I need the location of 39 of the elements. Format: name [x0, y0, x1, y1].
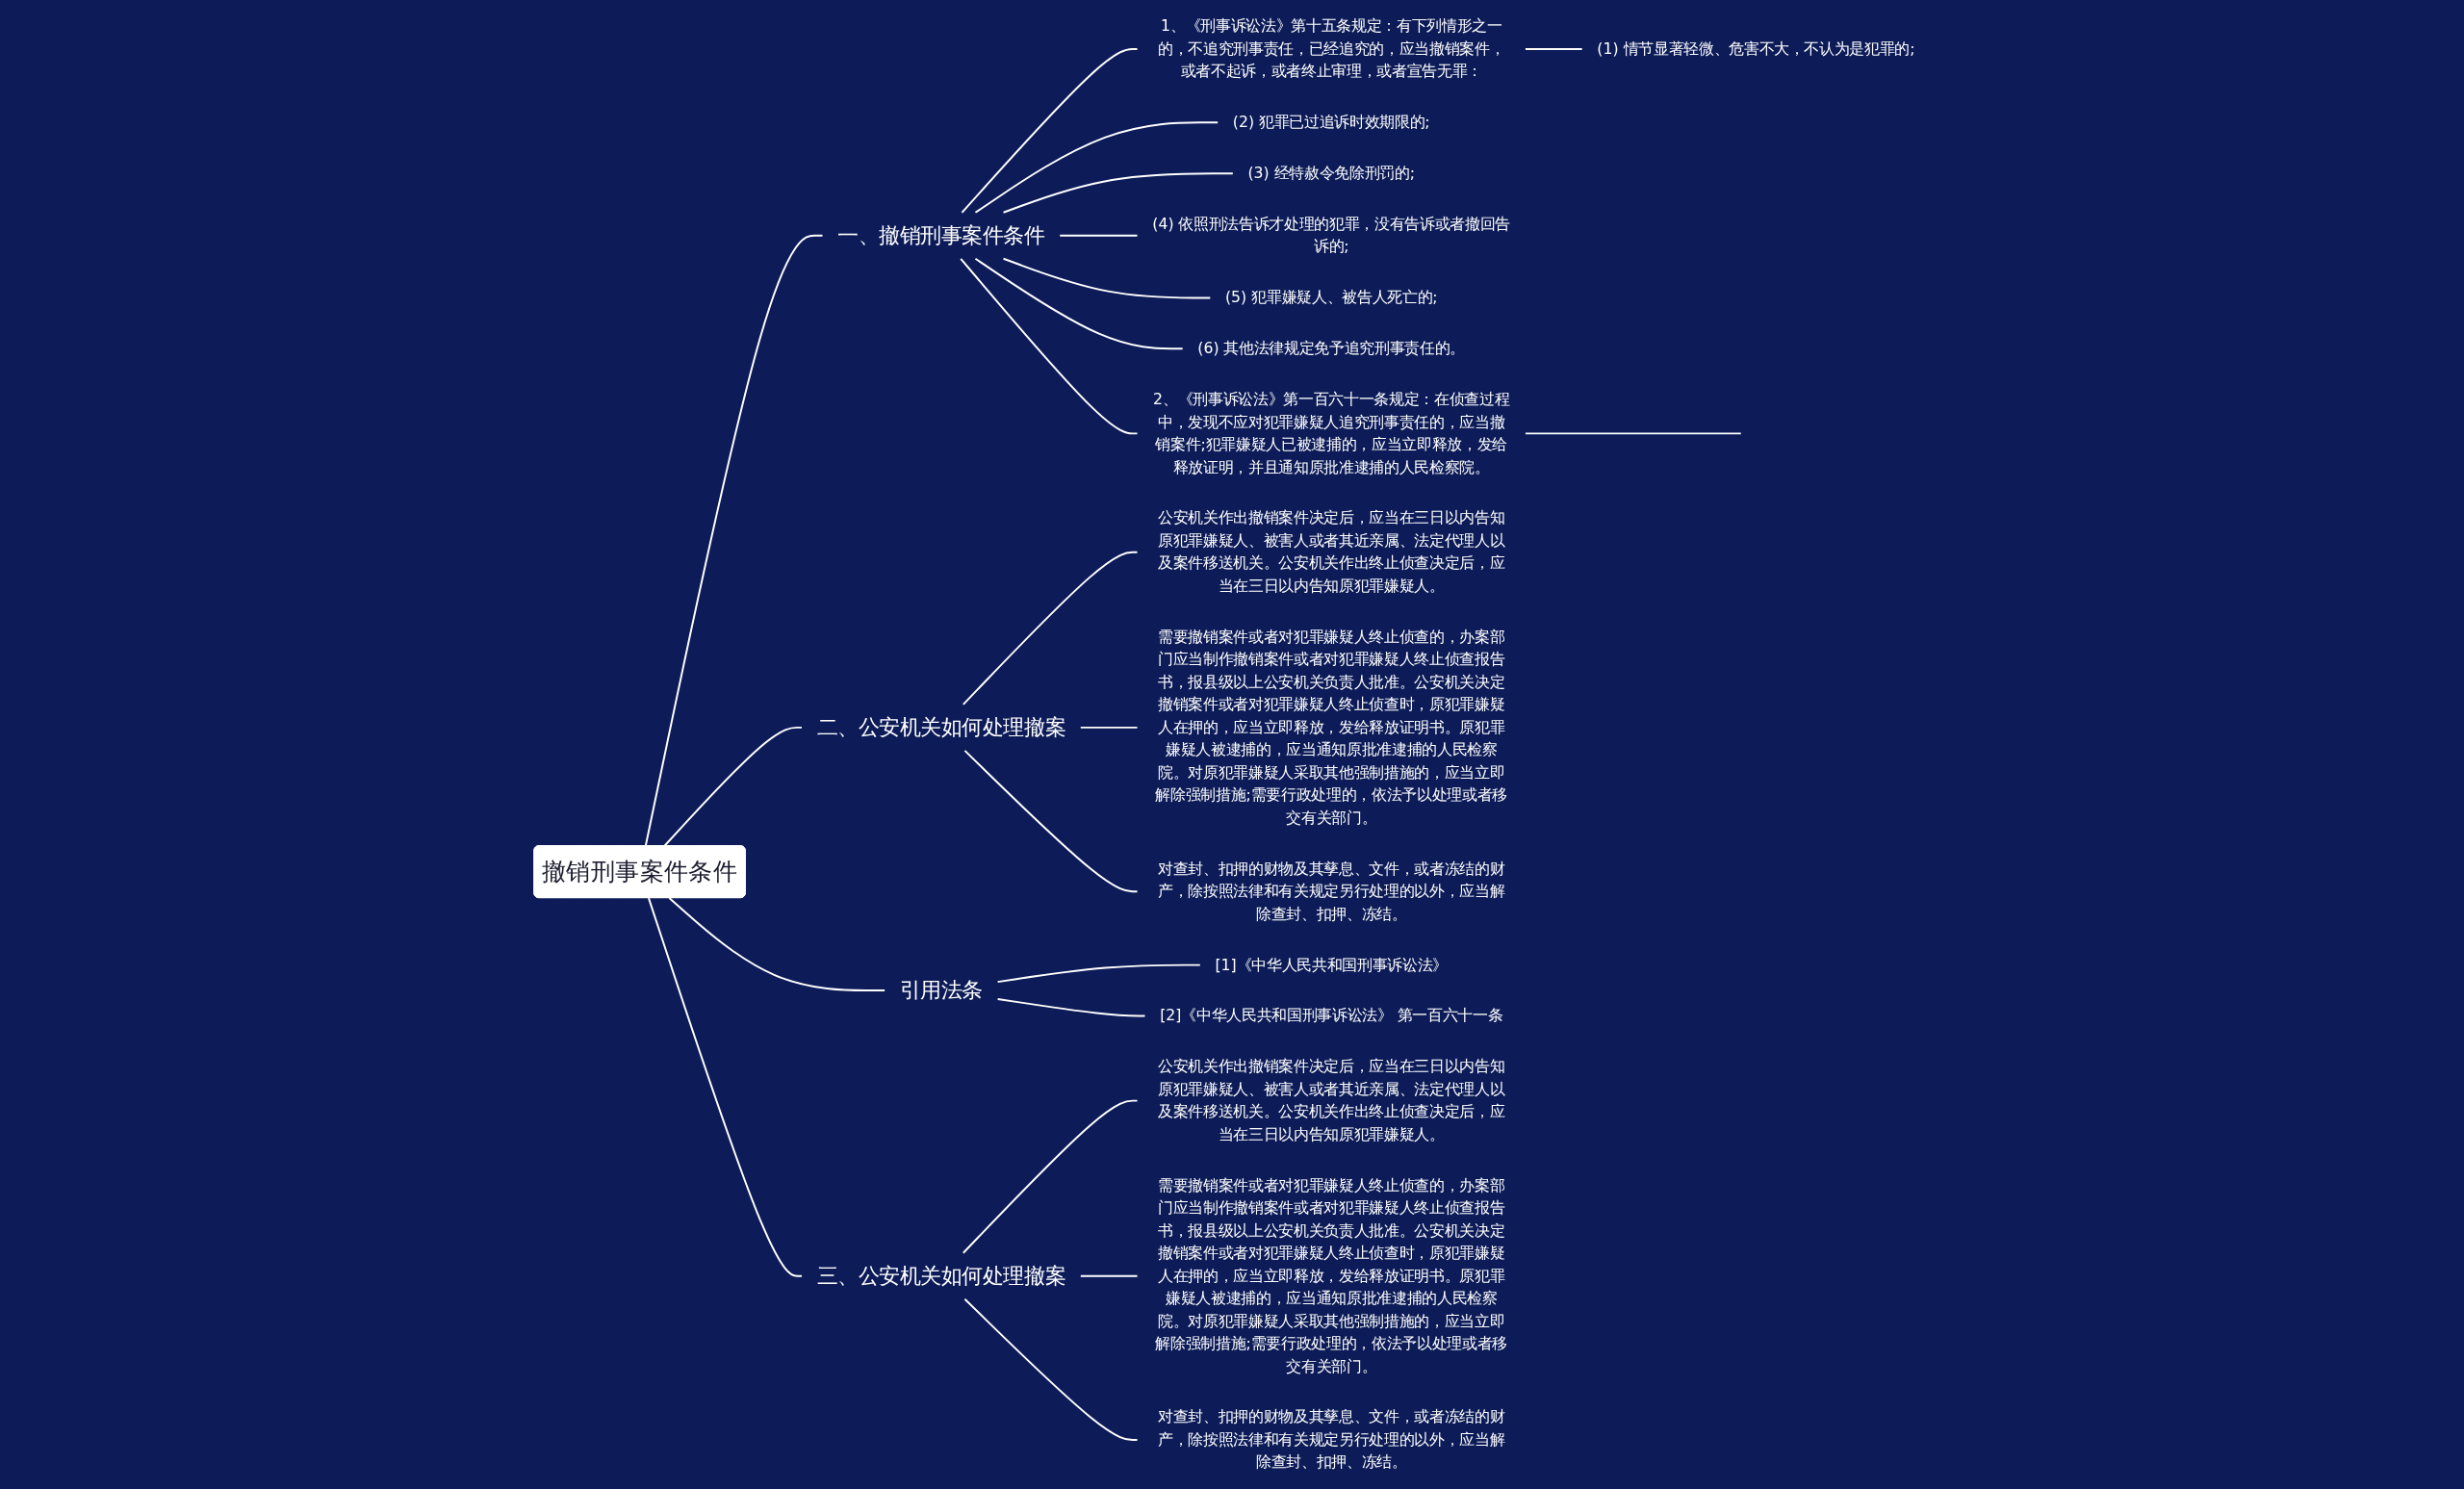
connector	[1002, 172, 1234, 214]
connector	[996, 963, 1201, 984]
connector	[974, 257, 1184, 350]
connector	[963, 749, 1139, 893]
node-text: 三、公安机关如何处理撤案	[816, 1264, 1066, 1288]
node-text: 2、《刑事诉讼法》第一百六十一条规定：在侦查过程中，发现不应对犯罪嫌疑人追究刑事责任的，应当撤销案件;犯罪嫌疑人已被逮捕的，应当立即释放，发给释放证明，并且通知原批准逮捕的人民检察院。	[1153, 390, 1510, 476]
connector	[1524, 47, 1583, 50]
connector	[1524, 432, 1742, 435]
connector	[996, 998, 1146, 1017]
node-text: (3) 经特赦令免除刑罚的;	[1247, 164, 1415, 182]
node-text: 引用法条	[899, 978, 983, 1003]
connector	[648, 897, 803, 1277]
node-text: (6) 其他法律规定免予追究刑事责任的。	[1197, 339, 1466, 358]
node-text: 公安机关作出撤销案件决定后，应当在三日以内告知原犯罪嫌疑人、被害人或者其近亲属、法定代理人以及案件移送机关。公安机关作出终止侦查决定后，应当在三日以内告知原犯罪嫌疑人。	[1158, 1057, 1505, 1143]
connector	[1079, 726, 1139, 729]
node-text: 对查封、扣押的财物及其孳息、文件，或者冻结的财产，除按照法律和有关规定另行处理的以外，应当解除查封、扣押、冻结。	[1158, 859, 1505, 923]
node-text: 1、《刑事诉讼法》第十五条规定：有下列情形之一的，不追究刑事责任，已经追究的，应当撤销案件，或者不起诉，或者终止审理，或者宣告无罪：	[1158, 16, 1505, 81]
connector	[961, 47, 1139, 214]
node-text: 二、公安机关如何处理撤案	[816, 715, 1066, 740]
node-text: (4) 依照刑法告诉才处理的犯罪，没有告诉或者撤回告诉的;	[1152, 215, 1511, 256]
connector	[1002, 257, 1212, 299]
node-text: (5) 犯罪嫌疑人、被告人死亡的;	[1225, 288, 1438, 307]
node-text: 需要撤销案件或者对犯罪嫌疑人终止侦查的，办案部门应当制作撤销案件或者对犯罪嫌疑人终止侦查报告书，报县级以上公安机关负责人批准。公安机关决定撤销案件或者对犯罪嫌疑人终止侦查时，原犯罪嫌疑人在押的，应当立即释放，发给释放证明书。原犯罪嫌疑人被逮捕的，应当通知原批准逮捕的人民检察院。对原犯罪嫌疑人采取其他强制措施的，应当立即解除强制措施;需要行政处理的，依法予以处理或者移交有关部门。	[1155, 628, 1508, 827]
connector	[974, 121, 1219, 214]
connector	[1079, 1274, 1139, 1277]
node-text: (2) 犯罪已过追诉时效期限的;	[1232, 113, 1430, 132]
connector	[1059, 234, 1139, 237]
connector	[963, 1297, 1139, 1442]
connector	[962, 1099, 1139, 1254]
connector	[962, 551, 1139, 706]
connector	[960, 257, 1139, 435]
node-text: 公安机关作出撤销案件决定后，应当在三日以内告知原犯罪嫌疑人、被害人或者其近亲属、法定代理人以及案件移送机关。公安机关作出终止侦查决定后，应当在三日以内告知原犯罪嫌疑人。	[1158, 508, 1505, 595]
connector	[668, 897, 886, 992]
node-text: [2]《中华人民共和国刑事诉讼法》 第一百六十一条	[1160, 1006, 1503, 1025]
node-text: (1) 情节显著轻微、危害不大，不认为是犯罪的;	[1597, 39, 1915, 58]
node-text: 需要撤销案件或者对犯罪嫌疑人终止侦查的，办案部门应当制作撤销案件或者对犯罪嫌疑人终止侦查报告书，报县级以上公安机关负责人批准。公安机关决定撤销案件或者对犯罪嫌疑人终止侦查时，原犯罪嫌疑人在押的，应当立即释放，发给释放证明书。原犯罪嫌疑人被逮捕的，应当通知原批准逮捕的人民检察院。对原犯罪嫌疑人采取其他强制措施的，应当立即解除强制措施;需要行政处理的，依法予以处理或者移交有关部门。	[1155, 1175, 1508, 1375]
node-text: [1]《中华人民共和国刑事诉讼法》	[1215, 955, 1448, 974]
node-text: 对查封、扣押的财物及其孳息、文件，或者冻结的财产，除按照法律和有关规定另行处理的以外，应当解除查封、扣押、冻结。	[1158, 1407, 1505, 1472]
node-text: 一、撤销刑事案件条件	[837, 223, 1045, 248]
